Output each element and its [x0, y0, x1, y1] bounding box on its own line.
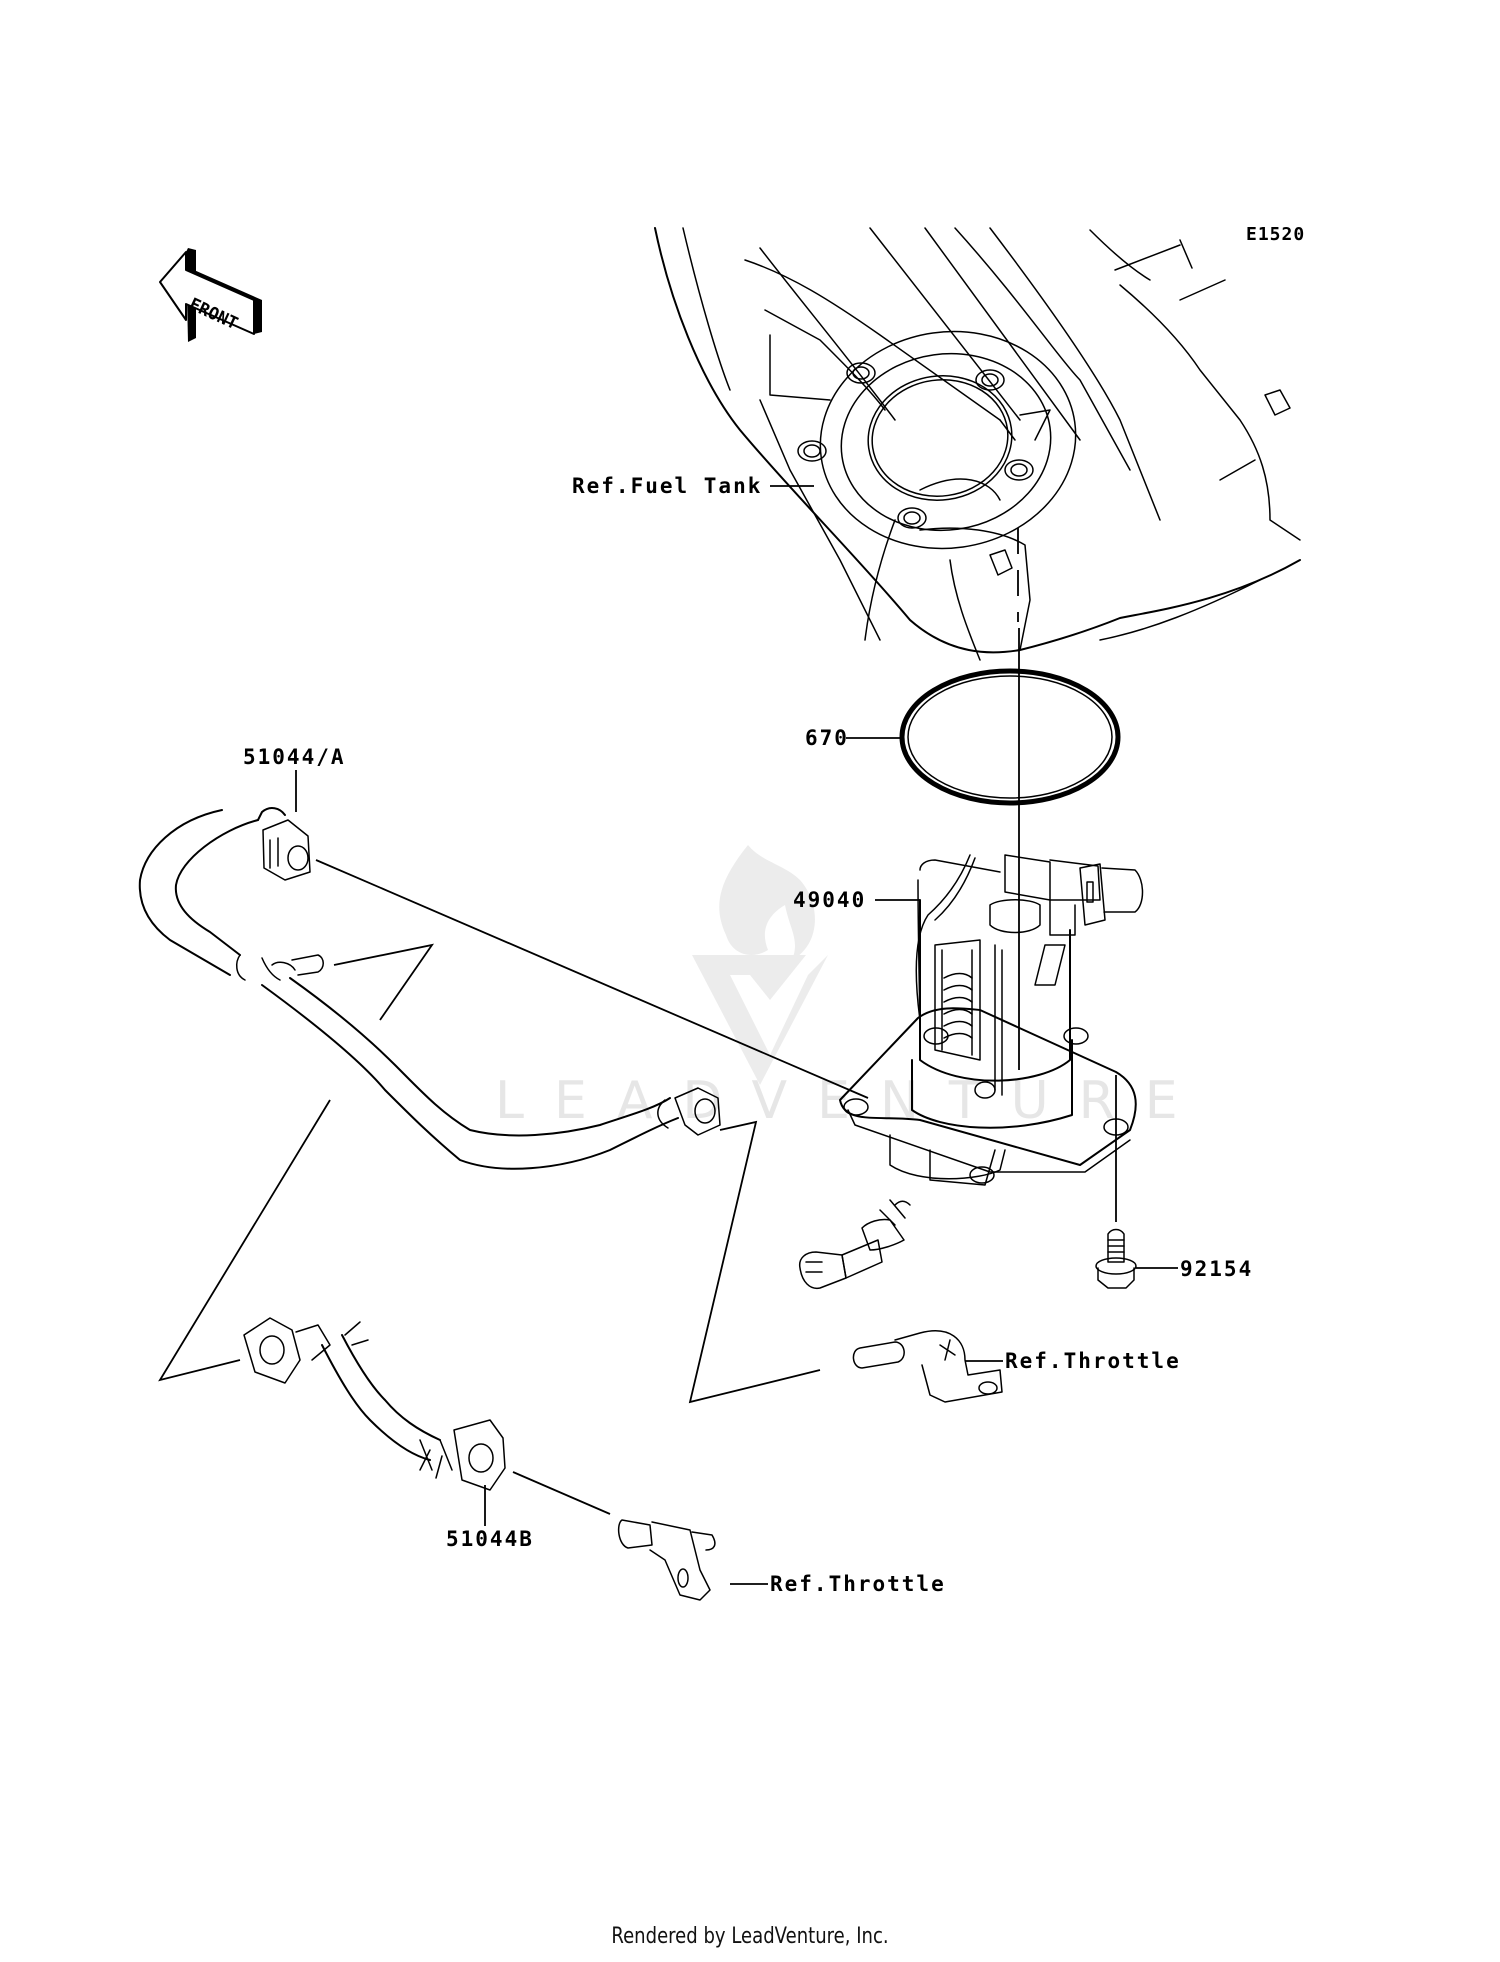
hose-51044b[interactable]	[243, 1317, 506, 1491]
tank-mount-tab	[989, 549, 1013, 576]
throttle-fitting-2[interactable]	[617, 1519, 716, 1601]
watermark-v-icon	[692, 955, 828, 1085]
guide-line	[333, 943, 435, 1021]
tank-bolt-holes	[797, 362, 1034, 529]
guide-line	[158, 1099, 331, 1382]
hose-51044a[interactable]	[138, 807, 721, 1170]
label-51044b[interactable]: 51044B	[446, 1527, 534, 1551]
fuel-pump-49040[interactable]	[839, 854, 1144, 1186]
label-49040[interactable]: 49040	[793, 888, 866, 912]
label-ref-throttle-1[interactable]: Ref.Throttle	[1005, 1349, 1181, 1373]
watermark: LEADVENTURE	[495, 845, 1208, 1131]
bolt-92154[interactable]	[1095, 1228, 1137, 1289]
throttle-fitting-1[interactable]	[852, 1330, 1003, 1403]
label-ref-throttle-2[interactable]: Ref.Throttle	[770, 1572, 946, 1596]
watermark-text: LEADVENTURE	[495, 1071, 1208, 1131]
tank-mount-tab	[1264, 389, 1291, 416]
guide-line	[688, 1120, 821, 1404]
label-51044a[interactable]: 51044/A	[243, 745, 346, 769]
diagram-code: E1520	[1246, 224, 1305, 245]
label-92154[interactable]: 92154	[1180, 1257, 1253, 1281]
front-arrow-icon: FRONT	[159, 248, 262, 342]
watermark-flame-icon	[719, 845, 815, 960]
footer-credit: Rendered by LeadVenture, Inc.	[611, 1924, 889, 1949]
label-ref-fuel-tank[interactable]: Ref.Fuel Tank	[572, 474, 762, 498]
leader-51044a-pump	[315, 859, 869, 1099]
leader-51044b-throttle	[512, 1471, 611, 1515]
pump-wire-connector[interactable]	[798, 1199, 911, 1290]
fuel-tank-drawing	[654, 227, 1301, 661]
label-670[interactable]: 670	[805, 726, 849, 750]
o-ring-670[interactable]	[899, 668, 1121, 806]
